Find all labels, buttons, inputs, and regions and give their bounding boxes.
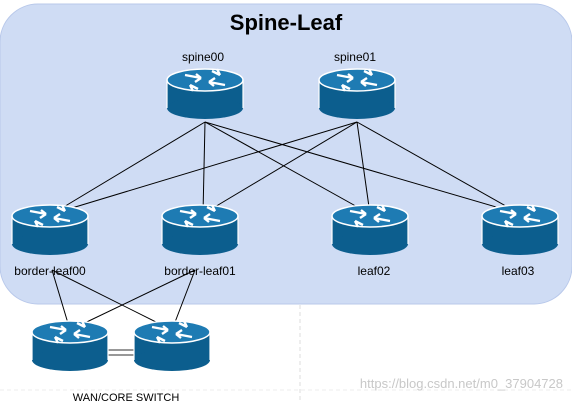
router-icon <box>330 203 410 257</box>
spine00-label: spine00 <box>182 50 224 64</box>
border-leaf01-label: border-leaf01 <box>164 264 236 278</box>
leaf-wan-links <box>51 269 196 331</box>
router-icon <box>10 203 90 257</box>
border-leaf00[interactable]: border-leaf00 <box>10 203 90 278</box>
router-icon <box>132 319 212 373</box>
border-leaf00-label: border-leaf00 <box>14 264 86 278</box>
leaf03-label: leaf03 <box>502 264 535 278</box>
router-icon <box>160 203 240 257</box>
router-icon <box>317 67 397 121</box>
leaf02-label: leaf02 <box>358 264 391 278</box>
diagram-title: Spine-Leaf <box>230 10 343 35</box>
router-icon <box>30 319 110 373</box>
spine01-label: spine01 <box>334 50 376 64</box>
spine01[interactable]: spine01 <box>317 50 397 121</box>
spine-leaf-region <box>0 3 572 305</box>
router-icon <box>480 203 560 257</box>
wan-interconnect <box>108 349 134 356</box>
wan-router-left[interactable] <box>30 319 110 373</box>
wan-router-right[interactable] <box>132 319 212 373</box>
spine00[interactable]: spine00 <box>165 50 245 121</box>
wan-label: WAN/CORE SWITCH <box>73 392 180 403</box>
leaf02[interactable]: leaf02 <box>330 203 410 278</box>
watermark: https://blog.csdn.net/m0_37904728 <box>360 376 563 391</box>
spine-leaf-links <box>51 121 521 215</box>
border-leaf01[interactable]: border-leaf01 <box>160 203 240 278</box>
leaf03[interactable]: leaf03 <box>480 203 560 278</box>
router-icon <box>165 67 245 121</box>
